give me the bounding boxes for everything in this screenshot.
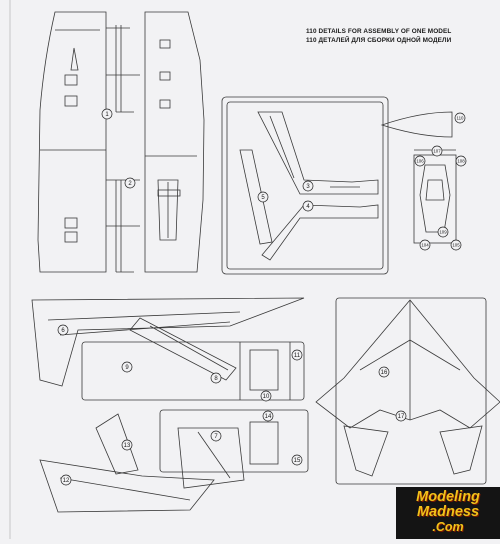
svg-text:10: 10 (263, 394, 270, 400)
callout-105: 105 (450, 239, 462, 251)
callout-9: 9 (121, 361, 133, 373)
drop-tank-part (177, 427, 245, 489)
callout-3: 3 (302, 180, 314, 192)
callout-16: 16 (378, 366, 390, 378)
callout-7: 7 (210, 430, 222, 442)
svg-text:8: 8 (214, 376, 218, 382)
svg-text:110: 110 (457, 116, 465, 121)
svg-text:4: 4 (306, 204, 310, 210)
svg-text:5: 5 (261, 195, 265, 201)
watermark-line1: Modeling (416, 489, 480, 505)
callout-2: 2 (124, 177, 136, 189)
horizontal-stabilizer (39, 413, 215, 513)
sprue-c-frame (81, 341, 305, 401)
missile-part (129, 317, 237, 381)
svg-text:105: 105 (452, 243, 460, 248)
callout-14: 14 (262, 410, 274, 422)
svg-text:11: 11 (294, 353, 301, 359)
callout-15: 15 (291, 454, 303, 466)
svg-text:7: 7 (214, 434, 218, 440)
svg-text:3: 3 (306, 184, 310, 190)
wing-parts-top (239, 111, 379, 261)
svg-text:6: 6 (61, 328, 65, 334)
sprue-b-frame (221, 96, 389, 275)
svg-text:16: 16 (381, 370, 388, 376)
callout-5: 5 (257, 191, 269, 203)
callout-106: 106 (414, 155, 426, 167)
svg-text:12: 12 (63, 478, 70, 484)
callout-4: 4 (302, 200, 314, 212)
callout-6: 6 (57, 324, 69, 336)
callout-11: 11 (291, 349, 303, 361)
svg-text:9: 9 (125, 365, 129, 371)
svg-text:1: 1 (105, 112, 109, 118)
svg-text:17: 17 (398, 414, 405, 420)
fuselage-half-right (144, 11, 205, 273)
sprue-e-frame (335, 297, 487, 485)
part-callouts: 1 2 3 4 5 6 7 8 9 10 11 12 13 14 15 16 1… (57, 108, 467, 486)
svg-text:109: 109 (439, 230, 447, 235)
callout-108: 108 (455, 155, 467, 167)
callout-8: 8 (210, 372, 222, 384)
svg-text:107: 107 (433, 149, 441, 154)
svg-text:104: 104 (421, 243, 429, 248)
header-english: 110 DETAILS FOR ASSEMBLY OF ONE MODEL (306, 28, 452, 35)
fuselage-half-left (37, 11, 107, 273)
callout-107: 107 (431, 145, 443, 157)
sprue-a-frame (106, 25, 140, 273)
svg-text:14: 14 (265, 414, 272, 420)
watermark-line3: .Com (432, 520, 464, 534)
callout-109: 109 (437, 226, 449, 238)
vertical-fin-left (31, 297, 305, 387)
main-wing-lower (343, 425, 483, 477)
callout-110: 110 (454, 112, 466, 124)
watermark-logo: Modeling Madness .Com (396, 487, 500, 539)
callout-1: 1 (101, 108, 113, 120)
svg-text:108: 108 (457, 159, 465, 164)
main-wing-upper (315, 299, 500, 429)
watermark-line2: Madness (416, 504, 480, 520)
nose-cone-part (380, 111, 453, 138)
svg-text:106: 106 (416, 159, 424, 164)
callout-12: 12 (60, 474, 72, 486)
callout-17: 17 (395, 410, 407, 422)
svg-text:13: 13 (124, 443, 131, 449)
header-russian: 110 ДЕТАЛЕЙ ДЛЯ СБОРКИ ОДНОЙ МОДЕЛИ (306, 37, 452, 44)
callout-13: 13 (121, 439, 133, 451)
sprue-d-frame (159, 409, 309, 473)
callout-104: 104 (419, 239, 431, 251)
svg-text:2: 2 (128, 181, 132, 187)
svg-text:15: 15 (294, 458, 301, 464)
callout-10: 10 (260, 390, 272, 402)
